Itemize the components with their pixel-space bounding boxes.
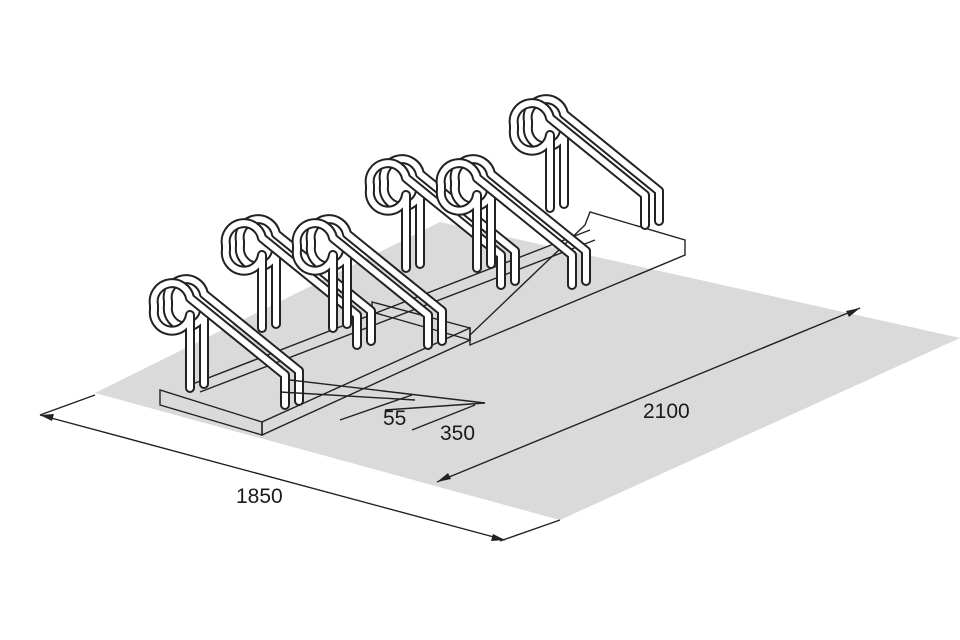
hoop-tube xyxy=(510,100,648,228)
dimension-lines xyxy=(39,307,861,542)
hoop-tube xyxy=(293,220,431,348)
hoop-6 xyxy=(508,94,664,230)
hoop-5 xyxy=(435,154,591,290)
width-dimension-label: 1850 xyxy=(236,485,283,508)
depth-dimension-label: 2100 xyxy=(643,400,690,423)
hoop-2 xyxy=(220,214,376,350)
tube-spacing-label: 55 xyxy=(383,407,406,430)
floor-area xyxy=(95,222,960,520)
hoop-4 xyxy=(364,154,520,290)
hoop-3 xyxy=(291,214,447,350)
hoop-tube xyxy=(366,160,504,288)
rack-frame xyxy=(159,211,686,437)
hoop-tube xyxy=(437,160,575,288)
bike-spacing-label: 350 xyxy=(440,422,475,445)
hoop-tube xyxy=(222,220,360,348)
hoop-1 xyxy=(148,274,304,410)
hoop-tube xyxy=(150,280,288,408)
hoops xyxy=(148,94,664,410)
